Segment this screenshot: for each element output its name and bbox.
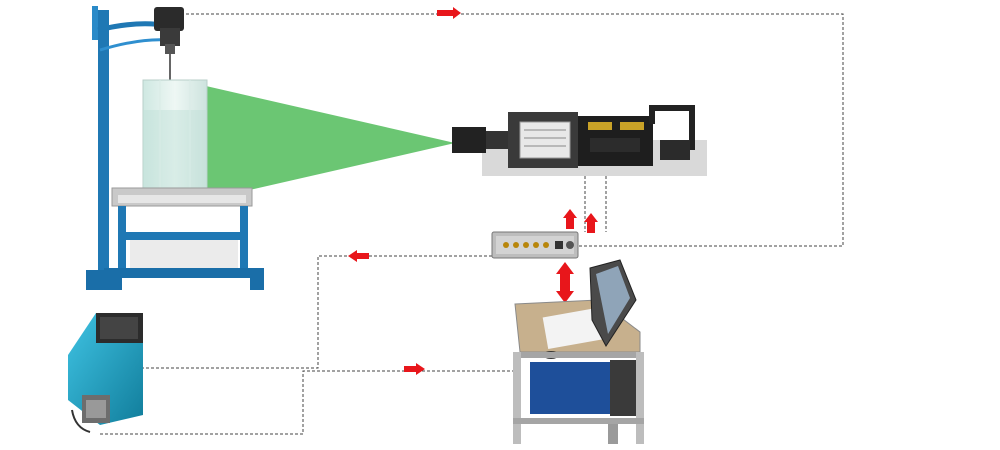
connection-lines xyxy=(100,13,844,435)
line-sync-to-camera xyxy=(143,255,492,369)
arrow-right-top xyxy=(437,7,461,19)
arrow-double-vertical xyxy=(556,262,574,303)
line-motor-to-sync xyxy=(186,13,844,247)
arrow-up-left xyxy=(563,209,577,229)
synchronizer xyxy=(491,231,579,259)
support-table xyxy=(104,187,264,290)
water-tank xyxy=(142,79,208,196)
computer-cart xyxy=(513,259,644,444)
arrow-right-bottom xyxy=(404,363,425,375)
arrow-up-right xyxy=(584,213,598,233)
laser-source xyxy=(452,105,707,176)
camera xyxy=(68,313,143,433)
line-camera-to-computer xyxy=(100,370,515,435)
direction-arrows xyxy=(348,7,598,375)
laser-sheet xyxy=(206,86,455,200)
arrow-left-sync xyxy=(348,250,369,262)
